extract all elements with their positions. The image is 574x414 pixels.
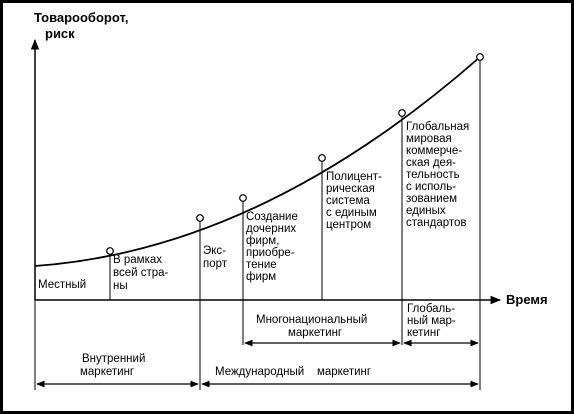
stage-label-local: Местный: [38, 279, 86, 291]
curve-point: [476, 53, 484, 61]
curve-point: [196, 214, 204, 222]
stage-label-polycentric: Полицент- рическая система с единым цент…: [326, 171, 385, 231]
multinational-marketing-label: Многонациональный маркетинг: [256, 314, 371, 339]
stage-label-national: В рамках всей стра- ны: [113, 254, 172, 292]
stage-label-export: Экс- порт: [203, 245, 229, 270]
y-axis-label: Товарооборот, риск: [34, 10, 132, 41]
global-marketing-label: Глобаль- ный мар- кетинг: [407, 303, 459, 339]
international-marketing-label: Международный маркетинг: [215, 366, 371, 378]
stage-label-subsidiaries: Создание дочерних фирм, приобре- тение ф…: [246, 211, 301, 283]
x-axis-label: Время: [506, 292, 548, 307]
curve-point: [239, 194, 247, 202]
stage-label-global: Глобальная мировая коммерче- ская дея- т…: [406, 121, 472, 229]
curve-point: [106, 247, 114, 255]
growth-curve: [34, 56, 481, 267]
curve-point: [318, 154, 326, 162]
curve-point: [398, 109, 406, 117]
domestic-marketing-label: Внутренний маркетинг: [80, 353, 149, 378]
